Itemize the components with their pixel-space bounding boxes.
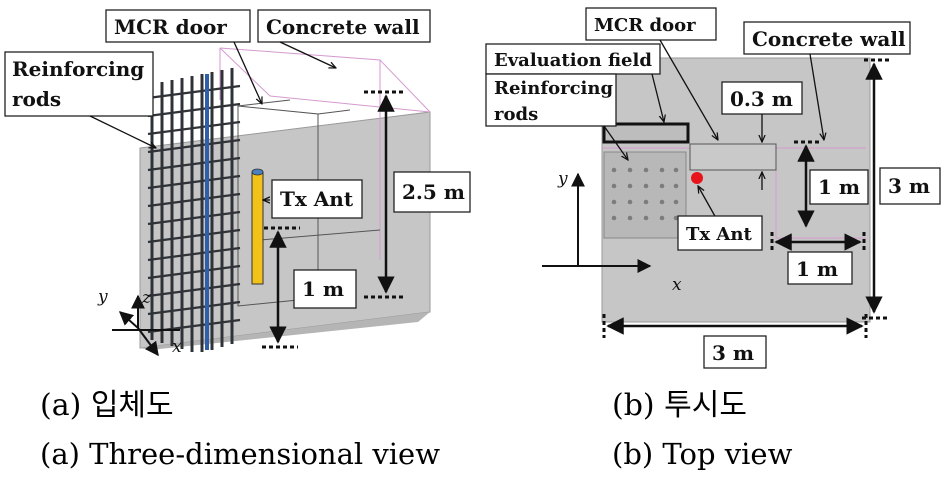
mcr-door-label: MCR door <box>114 15 227 39</box>
leader-arrows-3d <box>89 41 336 200</box>
height-label: 2.5 m <box>402 180 465 204</box>
mcr-door-label-box <box>105 9 251 43</box>
top-axis-y-label: y <box>557 169 568 189</box>
dimension-2-5m <box>364 90 404 299</box>
gap-label-box <box>721 81 803 115</box>
tx-antenna <box>251 168 264 285</box>
axis-triad-3d <box>112 294 180 357</box>
leader-arrows-top <box>603 39 824 219</box>
height-label-box <box>393 171 471 213</box>
top-reinforcing-label-box <box>485 73 617 127</box>
concrete-wall-label: Concrete wall <box>266 15 420 39</box>
reinforcing-label-line2: rods <box>12 87 61 111</box>
top-reinforcing-label-line1: Reinforcing <box>494 78 613 99</box>
evaluation-field-bar <box>602 122 690 144</box>
three-m-vertical-label: 3 m <box>888 174 930 198</box>
three-m-horizontal-label: 3 m <box>712 341 754 365</box>
axis-xy <box>542 172 652 273</box>
concrete-wall-label-box <box>257 9 431 43</box>
dimension-1m-vertical <box>794 140 822 228</box>
reinforcing-label-line1: Reinforcing <box>12 57 144 81</box>
one-m-vertical-label: 1 m <box>818 175 860 199</box>
tx-ant-label-box <box>271 179 363 219</box>
caption-a-english: (a) Three-dimensional view <box>40 437 440 471</box>
top-axis-x-label: x <box>672 275 682 295</box>
top-mcr-door-label: MCR door <box>594 15 696 36</box>
tx-antenna-marker <box>691 172 703 184</box>
reinforcing-label-box <box>4 51 154 117</box>
dimension-1m-antenna <box>262 226 300 349</box>
tx-ant-label: Tx Ant <box>280 187 354 211</box>
panel-3d-view: z y x MCR door Concrete wall Reinforcing… <box>4 9 471 357</box>
top-mcr-door-label-box <box>585 7 717 41</box>
rod-dots <box>611 167 679 221</box>
axis-y-label: y <box>97 287 108 307</box>
dimension-3m-vertical <box>862 58 890 320</box>
axis-z-label: z <box>141 288 152 308</box>
antenna-height-label-box <box>293 269 357 309</box>
evaluation-field-label-box <box>485 43 661 75</box>
top-concrete-wall-label-box <box>743 21 911 55</box>
rods-area <box>603 151 687 239</box>
three-m-horizontal-label-box <box>703 335 767 369</box>
top-concrete-wall-label: Concrete wall <box>752 27 906 51</box>
caption-b-english: (b) Top view <box>612 437 793 471</box>
three-m-vertical-label-box <box>879 167 941 205</box>
axis-x-label: x <box>172 337 182 357</box>
top-tx-ant-label: Tx Ant <box>686 224 752 245</box>
gap-label: 0.3 m <box>730 87 793 111</box>
top-tx-ant-label-box <box>677 215 763 251</box>
caption-a-korean: (a) 입체도 <box>40 388 174 423</box>
reinforcing-rod-cage <box>147 68 241 352</box>
dimension-1m-horizontal <box>770 232 866 252</box>
top-mcr-door <box>689 143 777 171</box>
panel-top-view: y x MCR door Concrete wall Evaluation fi… <box>485 7 941 369</box>
antenna-height-label: 1 m <box>302 277 344 301</box>
one-m-horizontal-label: 1 m <box>796 257 838 281</box>
top-reinforcing-label-line2: rods <box>494 104 538 125</box>
one-m-horizontal-label-box <box>787 251 853 285</box>
caption-b-korean: (b) 투시도 <box>612 388 747 423</box>
evaluation-field-label: Evaluation field <box>494 50 652 71</box>
dimension-3m-horizontal <box>602 314 868 338</box>
